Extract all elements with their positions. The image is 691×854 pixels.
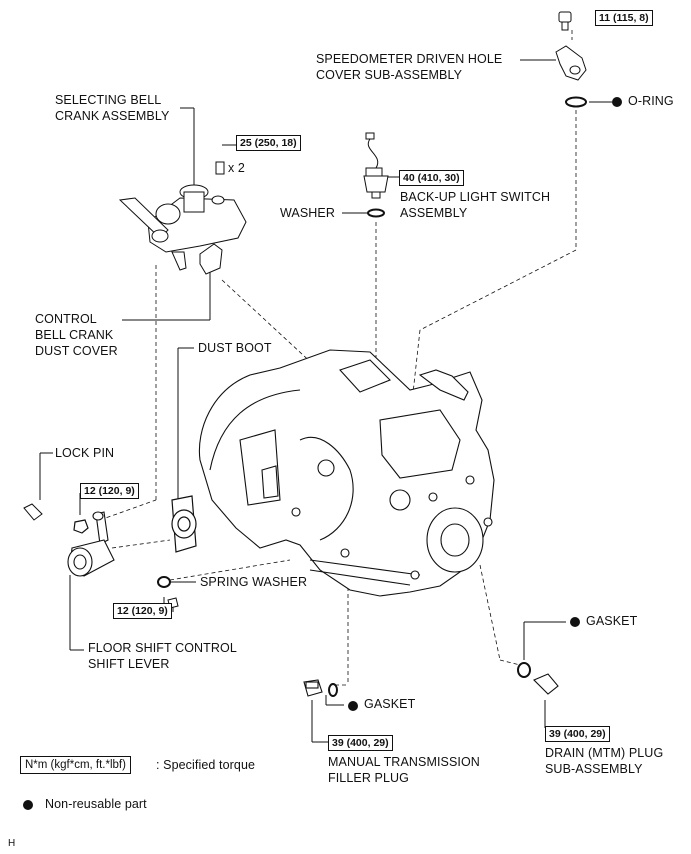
- label-o-ring: O-RING: [628, 94, 674, 108]
- torque-filler-plug: 39 (400, 29): [328, 735, 393, 751]
- legend-nonreusable-dot: [23, 800, 33, 810]
- lever-nut-part: [73, 519, 89, 534]
- dust-cover-part: [199, 243, 223, 275]
- torque-lever-nut: 12 (120, 9): [80, 483, 139, 499]
- label-speedometer-line2: COVER SUB-ASSEMBLY: [316, 68, 463, 82]
- label-filler-line1: MANUAL TRANSMISSION: [328, 755, 480, 769]
- speedometer-cover: [555, 11, 587, 81]
- label-control-line2: BELL CRANK: [35, 328, 114, 342]
- drain-plug-part: [533, 673, 559, 695]
- label-gasket: GASKET: [586, 614, 638, 628]
- nonreusable-dot-oring: [612, 97, 622, 107]
- corner-code: H: [8, 838, 16, 849]
- o-ring-part: [565, 96, 587, 108]
- washer-part: [367, 208, 385, 218]
- label-backup-line2: ASSEMBLY: [400, 206, 468, 220]
- legend-torque-box: N*m (kgf*cm, ft.*lbf): [20, 756, 131, 774]
- label-dust-boot: DUST BOOT: [198, 341, 272, 355]
- label-x2: x 2: [228, 161, 245, 175]
- floor-shift-lever-part: [67, 511, 115, 577]
- legend-torque-text: : Specified torque: [156, 758, 256, 772]
- backup-switch: [363, 132, 389, 199]
- label-floor-line1: FLOOR SHIFT CONTROL: [88, 641, 237, 655]
- label-selecting-line1: SELECTING BELL: [55, 93, 162, 107]
- nonreusable-dot-gasket-lower: [348, 701, 358, 711]
- label-selecting-line2: CRANK ASSEMBLY: [55, 109, 170, 123]
- transmission-case: [198, 349, 495, 597]
- label-gasket-lower: GASKET: [364, 697, 416, 711]
- torque-bell-crank: 25 (250, 18): [236, 135, 301, 151]
- label-drain-line2: SUB-ASSEMBLY: [545, 762, 643, 776]
- filler-gasket-part: [328, 683, 338, 697]
- torque-drain-plug: 39 (400, 29): [545, 726, 610, 742]
- torque-backup-switch: 40 (410, 30): [399, 170, 464, 186]
- dust-boot-part: [171, 495, 197, 553]
- torque-spring-washer-nut: 12 (120, 9): [113, 603, 172, 619]
- label-washer: WASHER: [280, 206, 336, 220]
- nonreusable-dot-gasket: [570, 617, 580, 627]
- label-control-line3: DUST COVER: [35, 344, 118, 358]
- label-floor-line2: SHIFT LEVER: [88, 657, 170, 671]
- drain-gasket-part: [517, 662, 531, 678]
- label-filler-line2: FILLER PLUG: [328, 771, 409, 785]
- label-speedometer-line1: SPEEDOMETER DRIVEN HOLE: [316, 52, 503, 66]
- lock-pin-part: [23, 503, 43, 521]
- label-lock-pin: LOCK PIN: [55, 446, 115, 460]
- label-spring-washer: SPRING WASHER: [200, 575, 308, 589]
- filler-plug-part: [303, 679, 323, 697]
- label-drain-line1: DRAIN (MTM) PLUG: [545, 746, 664, 760]
- spring-washer-part: [157, 576, 171, 588]
- torque-speedometer: 11 (115, 8): [595, 10, 653, 26]
- legend-nonreusable-text: Non-reusable part: [45, 797, 147, 811]
- label-control-line1: CONTROL: [35, 312, 97, 326]
- label-backup-line1: BACK-UP LIGHT SWITCH: [400, 190, 551, 204]
- bell-crank-assembly: [118, 161, 247, 271]
